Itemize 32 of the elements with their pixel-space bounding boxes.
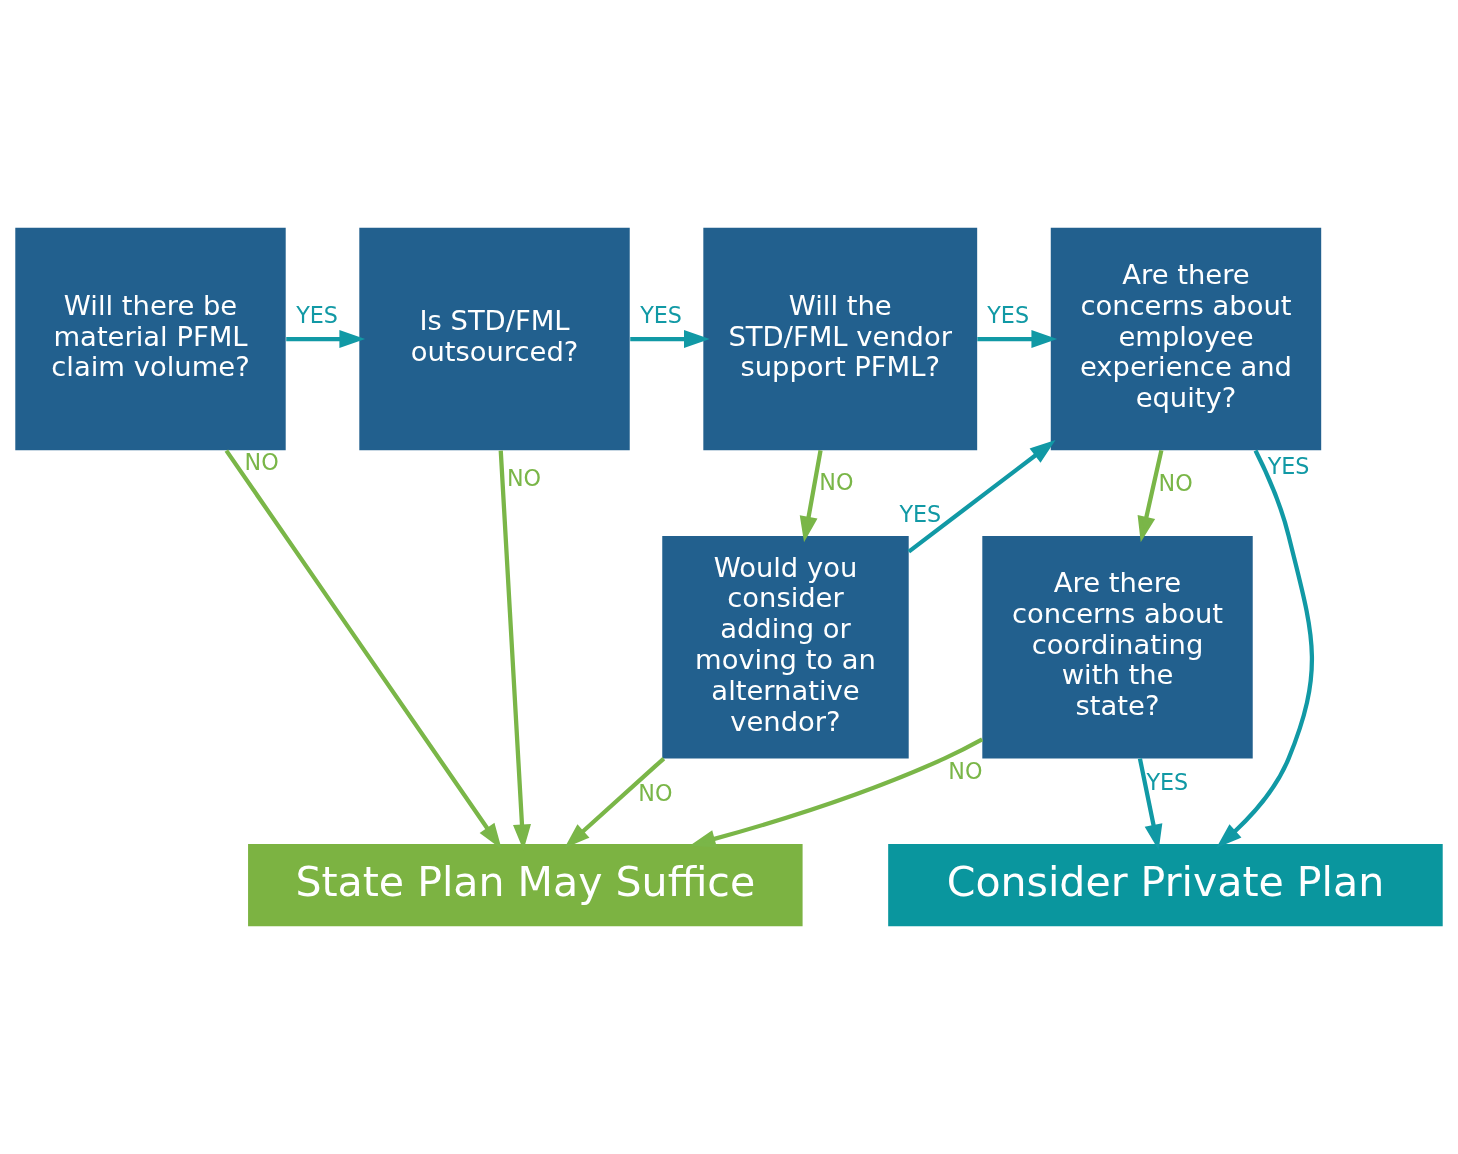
node-box: Consider Private Plan <box>888 844 1443 927</box>
node-box: Would you consider adding or moving to an alternative vendor? <box>662 535 909 759</box>
arrow <box>977 330 1058 349</box>
edge-label: YES <box>296 302 338 329</box>
edge-label: NO <box>244 448 279 475</box>
edge-label: NO <box>638 780 673 807</box>
node-box: Are there concerns about coordinating with the state? <box>982 535 1253 759</box>
arrow <box>689 737 984 848</box>
arrow <box>286 330 366 349</box>
edge-label: NO <box>1158 470 1193 497</box>
arrow <box>907 440 1056 554</box>
arrow <box>799 450 823 543</box>
edge-label: YES <box>1146 769 1189 796</box>
arrow <box>564 757 666 849</box>
arrow <box>1137 758 1163 851</box>
arrow <box>1137 449 1164 543</box>
node-box: State Plan May Suffice <box>248 844 803 927</box>
edge-label: YES <box>640 302 682 329</box>
edge-label: YES <box>987 302 1030 329</box>
edge-label: YES <box>1267 453 1310 480</box>
node-box: Will the STD/FML vendor support PFML? <box>703 227 978 451</box>
edge-label: NO <box>819 469 854 496</box>
node-box: Are there concerns about employee experience and equity? <box>1050 227 1322 451</box>
arrow <box>1216 449 1314 848</box>
edge-label: NO <box>506 465 542 491</box>
arrow <box>498 450 531 851</box>
node-box: Will there be material PFML claim volume? <box>15 227 286 451</box>
edge-label: NO <box>948 758 983 785</box>
arrow <box>224 449 502 850</box>
node-box: Is STD/FML outsourced? <box>359 227 630 451</box>
edge-label: YES <box>899 500 942 527</box>
arrow <box>630 330 710 349</box>
